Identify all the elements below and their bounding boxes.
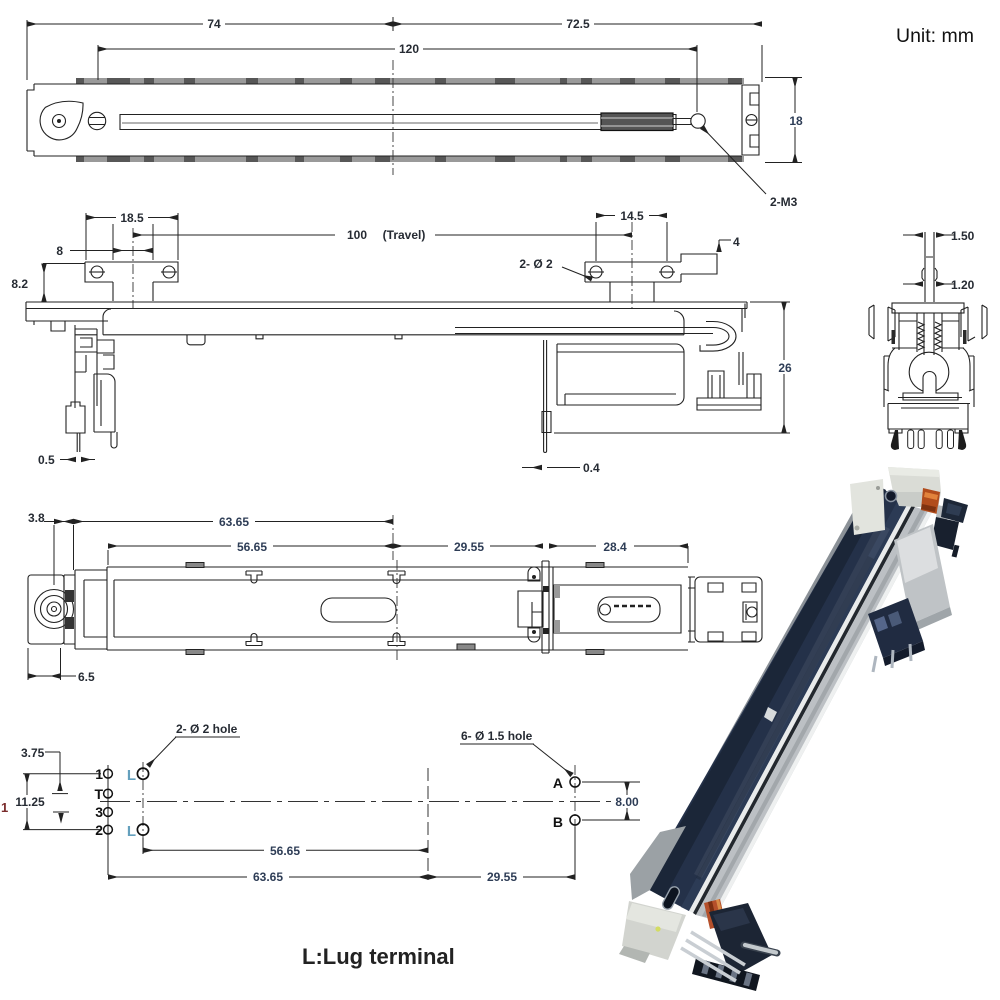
svg-text:8.00: 8.00 <box>615 795 639 809</box>
svg-text:120: 120 <box>399 42 419 56</box>
svg-text:74: 74 <box>207 17 221 31</box>
svg-text:Unit: mm: Unit: mm <box>896 25 974 47</box>
svg-text:28.4: 28.4 <box>603 540 627 554</box>
svg-text:63.65: 63.65 <box>219 515 249 529</box>
svg-text:T: T <box>94 786 103 802</box>
svg-text:72.5: 72.5 <box>566 17 590 31</box>
svg-text:56.65: 56.65 <box>270 844 300 858</box>
svg-text:100: 100 <box>347 228 367 242</box>
svg-text:L: L <box>127 823 136 840</box>
svg-text:L:Lug terminal: L:Lug terminal <box>302 944 455 969</box>
svg-text:2- Ø 2 hole: 2- Ø 2 hole <box>176 722 238 736</box>
svg-text:B: B <box>553 814 563 830</box>
svg-text:6- Ø 1.5 hole: 6- Ø 1.5 hole <box>461 729 533 743</box>
svg-text:2- Ø 2: 2- Ø 2 <box>519 257 553 271</box>
svg-text:18.5: 18.5 <box>120 211 144 225</box>
svg-text:1: 1 <box>1 800 8 815</box>
svg-text:0.5: 0.5 <box>38 453 55 467</box>
svg-text:8.2: 8.2 <box>11 277 28 291</box>
svg-text:3.8: 3.8 <box>28 511 45 525</box>
svg-text:3.75: 3.75 <box>21 746 45 760</box>
svg-text:(Travel): (Travel) <box>383 228 426 242</box>
svg-text:8: 8 <box>56 244 63 258</box>
svg-text:18: 18 <box>789 114 803 128</box>
svg-text:14.5: 14.5 <box>620 209 644 223</box>
svg-text:56.65: 56.65 <box>237 540 267 554</box>
svg-text:1.20: 1.20 <box>951 278 975 292</box>
svg-text:A: A <box>553 775 563 791</box>
svg-text:29.55: 29.55 <box>454 540 484 554</box>
svg-text:L: L <box>127 767 136 784</box>
svg-text:0.4: 0.4 <box>583 461 600 475</box>
svg-text:6.5: 6.5 <box>78 670 95 684</box>
svg-text:26: 26 <box>778 361 792 375</box>
svg-text:11.25: 11.25 <box>15 795 45 809</box>
svg-text:4: 4 <box>733 235 740 249</box>
svg-text:29.55: 29.55 <box>487 870 517 884</box>
svg-text:3: 3 <box>95 804 103 820</box>
svg-text:2-M3: 2-M3 <box>770 195 798 209</box>
svg-text:1.50: 1.50 <box>951 229 975 243</box>
svg-text:63.65: 63.65 <box>253 870 283 884</box>
